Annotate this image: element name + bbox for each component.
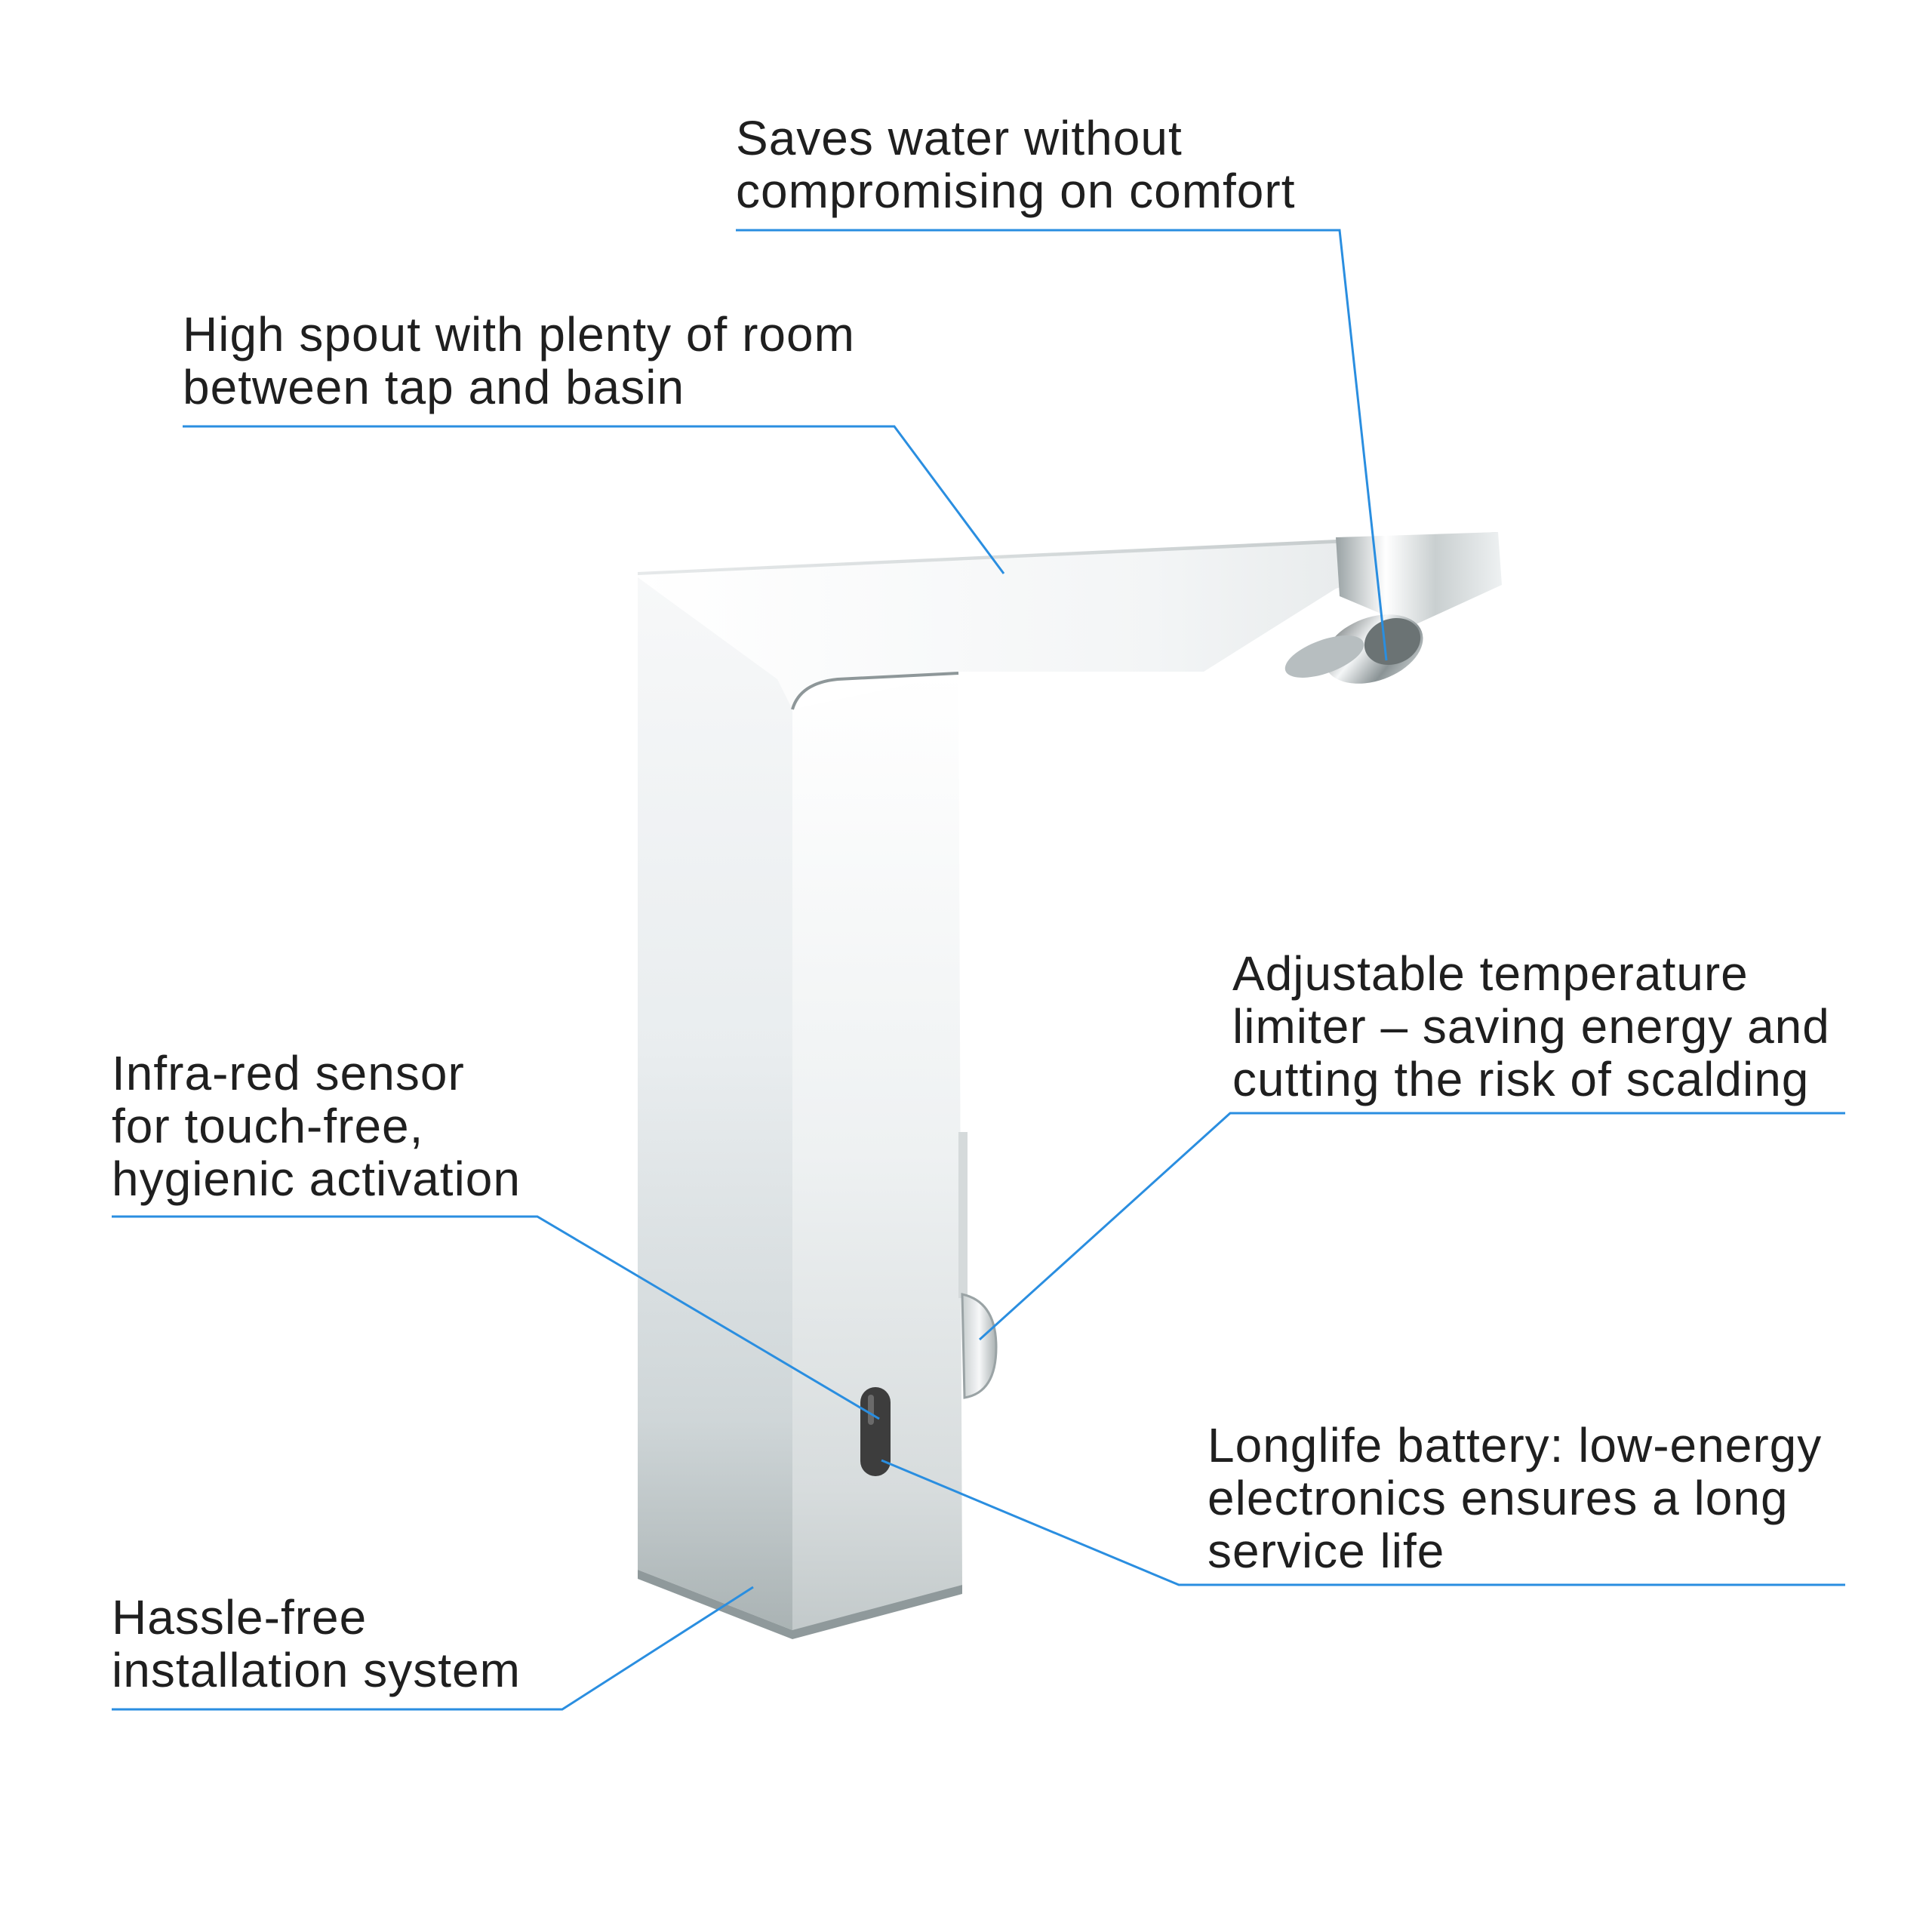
callout-line: installation system	[112, 1643, 521, 1697]
callout-line: Longlife battery: low-energy	[1208, 1418, 1823, 1472]
callout-line: compromising on comfort	[736, 164, 1296, 218]
callout-line: Hassle-free	[112, 1590, 368, 1644]
callout-line: cutting the risk of scalding	[1232, 1052, 1810, 1106]
bend-highlight	[791, 672, 959, 710]
callout-line: between tap and basin	[183, 360, 685, 414]
callout-temperature-limiter: Adjustable temperature limiter – saving …	[1232, 947, 1830, 1106]
body-front-panel	[638, 577, 792, 1630]
leader-line-installation	[112, 1586, 754, 1711]
callout-installation: Hassle-free installation system	[112, 1591, 521, 1697]
callout-line: for touch-free,	[112, 1099, 424, 1153]
callout-line: Infra-red sensor	[112, 1046, 465, 1100]
callout-water-saving: Saves water without compromising on comf…	[736, 112, 1295, 217]
callout-line: electronics ensures a long	[1208, 1471, 1789, 1525]
sensor-glint	[868, 1395, 874, 1425]
callout-line: High spout with plenty of room	[183, 307, 855, 361]
leader-line-battery	[881, 1459, 1845, 1586]
body-side-panel	[792, 673, 962, 1634]
callout-line: hygienic activation	[112, 1152, 521, 1206]
leader-line-water	[736, 229, 1388, 661]
callout-line: limiter – saving energy and	[1232, 999, 1830, 1054]
leader-line-sensor	[112, 1215, 880, 1420]
aerator-mesh	[1364, 617, 1421, 666]
leader-line-temperature	[978, 1112, 1845, 1341]
temperature-limiter-knob	[961, 1293, 998, 1399]
callout-infrared-sensor: Infra-red sensor for touch-free, hygieni…	[112, 1047, 521, 1205]
callout-battery: Longlife battery: low-energy electronics…	[1208, 1419, 1822, 1577]
callout-line: service life	[1208, 1524, 1445, 1578]
limiter-mount	[958, 1132, 968, 1298]
callout-high-spout: High spout with plenty of room between t…	[183, 308, 855, 414]
leader-line-spout	[183, 425, 1005, 574]
callout-line: Saves water without	[736, 111, 1183, 165]
spout-tip	[1336, 532, 1502, 626]
callout-line: Adjustable temperature	[1232, 946, 1749, 1001]
leader-lines	[112, 229, 1845, 1711]
body-bottom-edge	[638, 1570, 962, 1639]
aerator-underside	[1284, 635, 1364, 678]
